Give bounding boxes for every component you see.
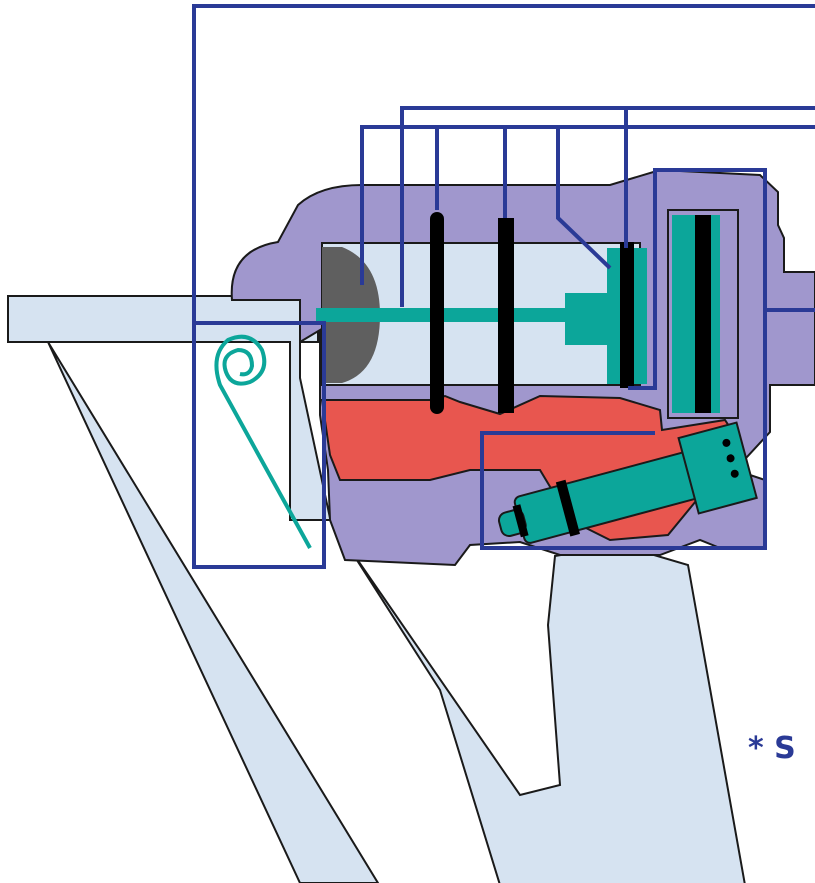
piston-ring-1 [620, 242, 634, 388]
rod-collar [565, 293, 610, 345]
spring [214, 334, 312, 549]
note-text: * S [748, 731, 796, 766]
pump-block-outline [667, 209, 739, 419]
body-frame [7, 295, 746, 883]
pump-block-stripe [695, 215, 711, 413]
callout-lines [192, 4, 815, 569]
seal-2 [498, 218, 514, 413]
seal-1 [430, 212, 444, 414]
nozzle [497, 421, 758, 544]
piston-rod [316, 308, 614, 322]
